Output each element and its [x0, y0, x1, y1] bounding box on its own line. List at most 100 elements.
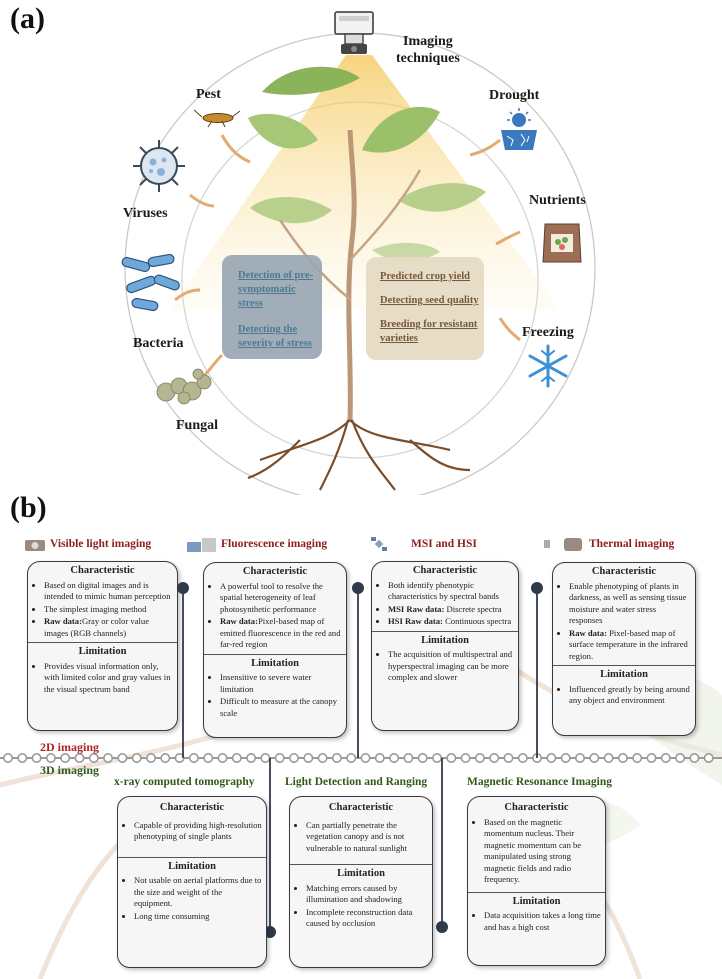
- bacteria-label: Bacteria: [133, 336, 184, 351]
- list-item: HSI Raw data: Continuous spectra: [388, 616, 514, 628]
- limitation-list: Influenced greatly by being around any o…: [553, 684, 695, 707]
- limitation-list: Insensitive to severe water limitation D…: [204, 672, 346, 719]
- timeline: [0, 582, 722, 938]
- list-item: Capable of providing high-resolution phe…: [134, 820, 262, 843]
- fluorescence-device-icon: [187, 538, 216, 552]
- timeline-dot: [460, 753, 471, 764]
- limitation-list: Not usable on aerial platforms due to th…: [118, 875, 266, 922]
- list-item: Incomplete reconstruction data caused by…: [306, 907, 428, 930]
- timeline-dot: [288, 753, 299, 764]
- timeline-dot: [117, 753, 128, 764]
- nutrients-label: Nutrients: [529, 193, 586, 208]
- visible-light-camera-icon: [25, 540, 45, 551]
- mri-card: Characteristic Based on the magnetic mom…: [467, 796, 606, 966]
- limitation-heading: Limitation: [337, 868, 385, 879]
- msi-hsi-card: Characteristic Both identify phenotypic …: [371, 561, 519, 731]
- list-item: Data acquisition takes a long time and h…: [484, 910, 601, 933]
- limitation-heading: Limitation: [78, 646, 127, 657]
- list-item: A powerful tool to resolve the spatial h…: [220, 581, 342, 616]
- characteristic-heading: Characteristic: [70, 565, 135, 576]
- list-item: Insensitive to severe water limitation: [220, 672, 342, 695]
- bacteria-icon: [121, 253, 180, 312]
- timeline-dot: [574, 753, 585, 764]
- pest-label: Pest: [196, 87, 221, 102]
- timeline-dot: [703, 753, 714, 764]
- detecting-seed-quality-label: Detecting seed quality: [380, 295, 479, 306]
- timeline-dot: [646, 753, 657, 764]
- mri-title: Magnetic Resonance Imaging: [467, 776, 613, 788]
- predicted-crop-yield-label: Predicted crop yield: [380, 271, 471, 282]
- camera-icon: [334, 11, 374, 54]
- 2d-imaging-label: 2D imaging: [40, 740, 100, 754]
- detection-pre-symptomatic-label: Detection of pre- symptomatic stress: [238, 270, 314, 309]
- snowflake-icon: [528, 344, 568, 388]
- timeline-dot: [317, 753, 328, 764]
- timeline-dot: [274, 753, 285, 764]
- timeline-dot: [403, 753, 414, 764]
- fungal-icon: [156, 368, 212, 405]
- list-item: Based on digital images and is intended …: [44, 580, 173, 603]
- breeding-resistant-label: Breeding for resistant varieties: [380, 319, 478, 344]
- pest-icon: [194, 109, 240, 128]
- imaging-techniques-label: Imaging techniques: [396, 34, 460, 66]
- characteristic-list: Capable of providing high-resolution phe…: [118, 820, 266, 843]
- limitation-list: Provides visual information only, with l…: [28, 661, 177, 696]
- thermal-title: Thermal imaging: [589, 538, 675, 550]
- characteristic-list: Both identify phenotypic characteristics…: [372, 580, 518, 628]
- list-item: Raw data: Pixel-based map of surface tem…: [569, 628, 691, 663]
- fluorescence-card: Characteristic A powerful tool to resolv…: [203, 562, 347, 738]
- fluorescence-title: Fluorescence imaging: [221, 538, 328, 550]
- list-item: Provides visual information only, with l…: [44, 661, 173, 696]
- timeline-dot: [3, 753, 13, 764]
- drought-icon: [501, 108, 537, 150]
- timeline-dot: [231, 753, 242, 764]
- timeline-dot: [474, 753, 485, 764]
- list-item: Long time consuming: [134, 911, 262, 923]
- plant-illustration: [124, 32, 596, 495]
- characteristic-list: A powerful tool to resolve the spatial h…: [204, 581, 346, 651]
- timeline-dot: [517, 753, 528, 764]
- characteristic-heading: Characteristic: [159, 802, 225, 813]
- characteristic-list: Based on the magnetic momentum nucleus. …: [468, 817, 605, 886]
- visible-light-title: Visible light imaging: [50, 538, 152, 550]
- virus-icon: [133, 140, 185, 192]
- list-item: Enable phenotyping of plants in darkness…: [569, 581, 691, 627]
- timeline-dot: [303, 753, 314, 764]
- timeline-dot: [88, 753, 99, 764]
- timeline-dot: [74, 753, 85, 764]
- timeline-dot: [31, 753, 42, 764]
- characteristic-list: Can partially penetrate the vegetation c…: [290, 820, 432, 855]
- application-box: Predicted crop yield Detecting seed qual…: [366, 257, 484, 360]
- nutrients-bag-icon: [542, 223, 582, 263]
- characteristic-heading: Characteristic: [242, 566, 308, 577]
- list-item: Raw data:Gray or color value images (RGB…: [44, 616, 173, 639]
- timeline-dot: [60, 753, 71, 764]
- timeline-dot: [503, 753, 514, 764]
- limitation-list: The acquisition of multispectral and hyp…: [372, 649, 518, 684]
- timeline-dot: [417, 753, 428, 764]
- timeline-dot: [374, 753, 385, 764]
- limitation-heading: Limitation: [600, 669, 648, 680]
- timeline-dot: [589, 753, 600, 764]
- timeline-dot: [660, 753, 671, 764]
- timeline-dot: [546, 753, 557, 764]
- timeline-dot: [203, 753, 214, 764]
- timeline-dot: [17, 753, 28, 764]
- list-item: Difficult to measure at the canopy scale: [220, 696, 342, 719]
- fungal-label: Fungal: [176, 418, 219, 433]
- timeline-dot: [331, 753, 342, 764]
- list-item: Both identify phenotypic characteristics…: [388, 580, 514, 603]
- thermal-card: Characteristic Enable phenotyping of pla…: [552, 562, 696, 736]
- characteristic-list: Based on digital images and is intended …: [28, 580, 177, 640]
- timeline-dot: [246, 753, 257, 764]
- list-item: Can partially penetrate the vegetation c…: [306, 820, 428, 855]
- list-item: The simplest imaging method: [44, 604, 173, 616]
- limitation-heading: Limitation: [512, 895, 561, 907]
- panel-b-label: (b): [10, 491, 47, 524]
- timeline-dot: [389, 753, 400, 764]
- characteristic-heading: Characteristic: [328, 802, 394, 813]
- timeline-dot: [689, 753, 700, 764]
- list-item: Matching errors caused by illumination a…: [306, 883, 428, 906]
- limitation-list: Matching errors caused by illumination a…: [290, 883, 432, 930]
- characteristic-heading: Characteristic: [591, 566, 657, 577]
